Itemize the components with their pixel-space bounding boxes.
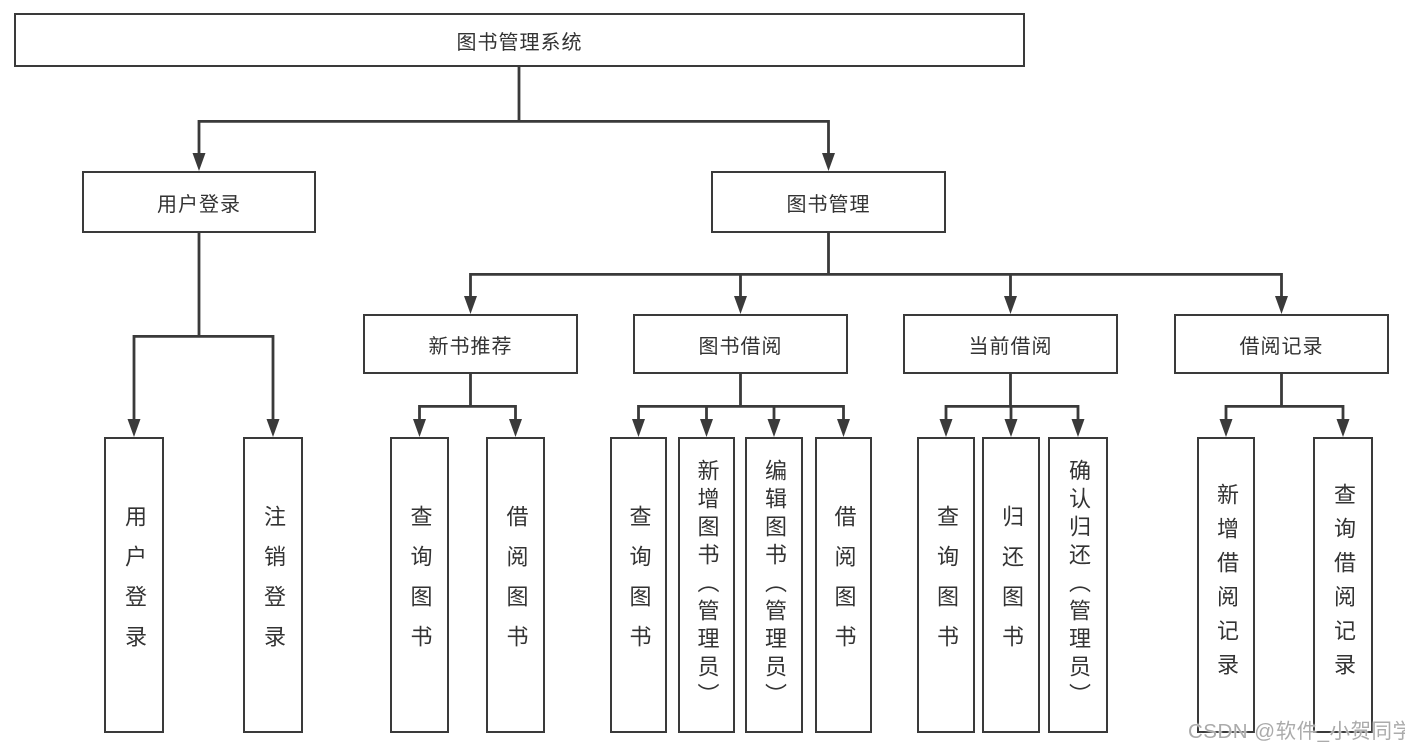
node-user-login: 用户登录 [82,171,316,233]
leaf-current-return-label: 归还图书 [999,505,1024,665]
node-root: 图书管理系统 [14,13,1025,67]
connector-root [192,67,835,171]
leaf-borrow-query: 查询图书 [610,437,667,733]
node-new-book-label: 新书推荐 [428,335,513,358]
node-current-borrow: 当前借阅 [903,314,1118,374]
leaf-logout: 注销登录 [243,437,303,733]
node-borrow-record: 借阅记录 [1174,314,1389,374]
leaf-current-query-label: 查询图书 [934,505,959,665]
connector-book-borrow [632,374,850,437]
leaf-newbook-query-label: 查询图书 [407,505,433,665]
leaf-borrow-add-label: 新增图书（管理员） [694,459,720,711]
node-current-borrow-label: 当前借阅 [968,335,1053,358]
node-book-borrow: 图书借阅 [633,314,848,374]
leaf-current-query: 查询图书 [917,437,975,733]
node-root-label: 图书管理系统 [456,31,583,54]
connector-user-login [127,233,280,437]
connector-current-borrow [939,374,1085,437]
leaf-record-query: 查询借阅记录 [1313,437,1373,733]
node-new-book: 新书推荐 [363,314,578,374]
node-borrow-record-label: 借阅记录 [1239,335,1324,358]
connector-borrow-record [1219,374,1350,437]
node-book-mgmt-label: 图书管理 [786,193,871,216]
leaf-borrow-borrow: 借阅图书 [815,437,872,733]
leaf-newbook-query: 查询图书 [390,437,449,733]
connector-book-mgmt [464,233,1288,314]
leaf-user-login: 用户登录 [104,437,164,733]
node-user-login-label: 用户登录 [157,193,241,216]
leaf-borrow-add: 新增图书（管理员） [678,437,735,733]
leaf-newbook-borrow-label: 借阅图书 [503,505,529,665]
leaf-record-add: 新增借阅记录 [1197,437,1255,733]
leaf-current-return: 归还图书 [982,437,1040,733]
leaf-current-confirm-label: 确认归还（管理员） [1066,459,1091,711]
leaf-user-login-label: 用户登录 [122,505,147,665]
leaf-current-confirm: 确认归还（管理员） [1048,437,1108,733]
csdn-watermark: CSDN @软件_小贺同学 [1188,720,1405,743]
leaf-logout-label: 注销登录 [261,505,286,665]
leaf-borrow-edit-label: 编辑图书（管理员） [762,459,787,711]
leaf-record-query-label: 查询借阅记录 [1331,483,1356,687]
node-book-borrow-label: 图书借阅 [698,335,783,358]
leaf-borrow-borrow-label: 借阅图书 [831,505,857,665]
leaf-borrow-edit: 编辑图书（管理员） [745,437,803,733]
connector-new-book [413,374,522,437]
node-book-mgmt: 图书管理 [711,171,946,233]
leaf-borrow-query-label: 查询图书 [626,505,652,665]
leaf-record-add-label: 新增借阅记录 [1214,483,1239,687]
leaf-newbook-borrow: 借阅图书 [486,437,545,733]
